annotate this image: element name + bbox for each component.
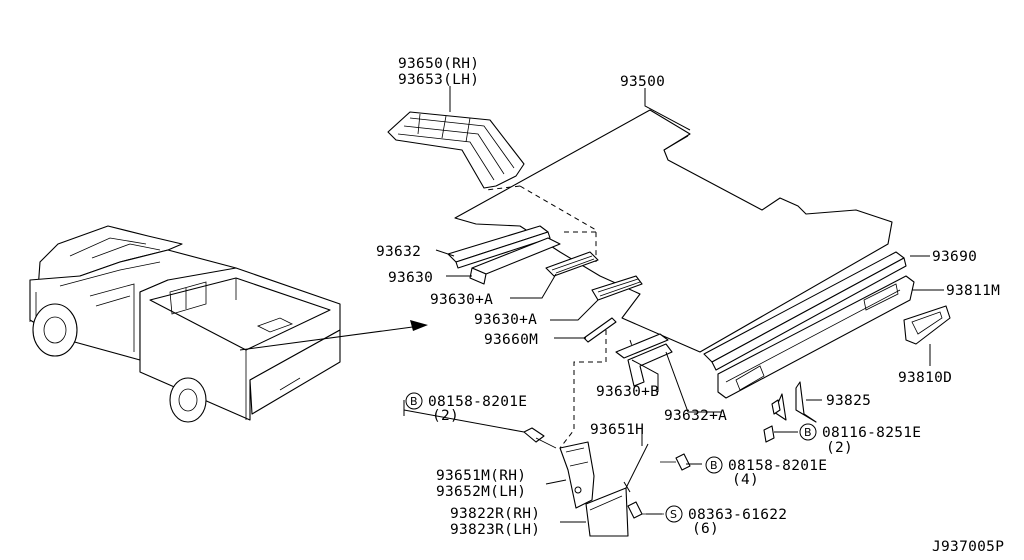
label-93630-b: 93630+B	[596, 384, 659, 400]
pickup-truck-illustration	[29, 225, 428, 423]
label-08158-a-qty: (2)	[432, 408, 459, 424]
label-93632: 93632	[376, 244, 421, 260]
bed-mat-93500	[454, 109, 893, 353]
screw-symbol-08363: S	[670, 508, 677, 521]
label-93632-a: 93632+A	[664, 408, 727, 424]
bolt-symbol-circle	[405, 392, 423, 410]
label-93651m: 93651M(RH)	[436, 468, 526, 484]
label-08158-8201e-b: 08158-8201E	[728, 458, 827, 474]
label-93652m: 93652M(LH)	[436, 484, 526, 500]
wheel-well-cover-93650	[387, 111, 525, 189]
mud-flap-bracket-93651m	[559, 441, 595, 509]
label-93630: 93630	[388, 270, 433, 286]
rod-93651h	[623, 443, 649, 493]
label-08363-qty: (6)	[692, 521, 719, 537]
mud-flap-93822r	[585, 487, 629, 537]
bolts-08116	[763, 399, 781, 443]
label-93811m: 93811M	[946, 283, 1000, 299]
bolt-symbol-08116: B	[804, 426, 812, 439]
leader-lines	[403, 86, 944, 523]
label-08158-8201e-a: 08158-8201E	[428, 394, 527, 410]
label-93630-a-1: 93630+A	[430, 292, 493, 308]
label-93651h: 93651H	[590, 422, 644, 438]
bolt-symbol-08158-b: B	[710, 459, 718, 472]
label-08116-qty: (2)	[826, 440, 853, 456]
bed-rails	[447, 225, 907, 387]
label-93825: 93825	[826, 393, 871, 409]
bolt-symbol-circle	[799, 423, 817, 441]
label-93660m: 93660M	[484, 332, 538, 348]
label-93810d: 93810D	[898, 370, 952, 386]
label-08158-b-qty: (4)	[732, 472, 759, 488]
bolt-symbol-circle	[705, 456, 723, 474]
label-93690: 93690	[932, 249, 977, 265]
label-08363-61622: 08363-61622	[688, 507, 787, 523]
diagram-code: J937005P	[932, 539, 1004, 555]
label-93650: 93650(RH)	[398, 56, 479, 72]
bolt-08158-b	[660, 453, 691, 471]
clip-93825	[773, 381, 817, 423]
screw-08363	[627, 501, 664, 519]
bolt-symbol-08158-a: B	[410, 395, 418, 408]
bolt-08158-a	[523, 427, 557, 449]
plate-93810d	[903, 305, 951, 345]
label-93822r: 93822R(RH)	[450, 506, 540, 522]
label-93653: 93653(LH)	[398, 72, 479, 88]
label-93823r: 93823R(LH)	[450, 522, 540, 538]
label-93500: 93500	[620, 74, 665, 90]
label-08116-8251e: 08116-8251E	[822, 425, 921, 441]
screw-symbol-circle	[665, 505, 683, 523]
label-93630-a-2: 93630+A	[474, 312, 537, 328]
side-bracket-93811m	[717, 275, 915, 399]
